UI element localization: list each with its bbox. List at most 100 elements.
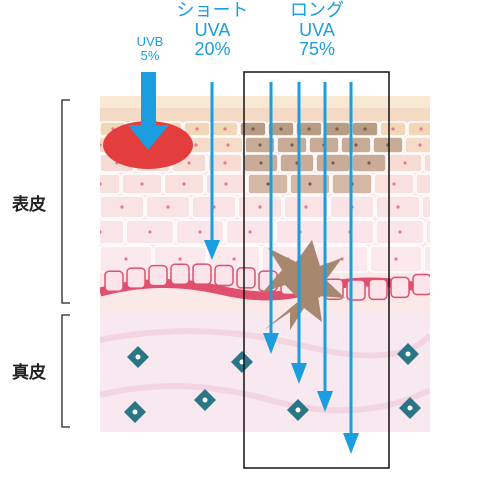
cell-nucleus — [100, 230, 102, 234]
cell-nucleus — [392, 182, 396, 186]
uvb-label: UVB 5% — [128, 35, 172, 62]
cell-nucleus — [223, 127, 227, 131]
cell-nucleus — [308, 182, 312, 186]
cell-nucleus — [442, 205, 445, 208]
skin-cell — [423, 153, 430, 173]
uvb-percent: 5% — [140, 47, 160, 63]
cell-nucleus — [439, 161, 442, 164]
basal-cell — [390, 276, 410, 299]
fibroblasts — [124, 343, 421, 423]
long-uva-arrow-head — [263, 333, 279, 354]
skin-cell — [425, 219, 430, 245]
long-uva-arrow-head — [291, 363, 307, 384]
cell-nucleus — [124, 257, 128, 261]
uvb-arrow-head — [128, 125, 169, 150]
basal-cell — [104, 270, 124, 292]
cell-nucleus — [331, 161, 335, 165]
cell-nucleus — [354, 143, 358, 147]
fibroblast-nucleus — [407, 405, 413, 411]
basal-cell — [236, 267, 256, 289]
cell-nucleus — [232, 257, 236, 261]
short-uva-label: ショート UVA 20% — [165, 0, 260, 59]
uvb-name: UVB — [136, 34, 164, 49]
cell-nucleus — [403, 161, 407, 165]
long-uva-arrow-head — [343, 433, 359, 454]
long-uva-percent: 75% — [298, 38, 336, 59]
short-uva-arrow-head — [204, 240, 220, 260]
basal-cell — [170, 263, 190, 285]
cell-nucleus — [419, 127, 423, 131]
cell-nucleus — [290, 143, 294, 147]
cell-nucleus — [391, 127, 395, 131]
skin-cell — [415, 173, 430, 195]
cell-nucleus — [307, 127, 311, 131]
cell-nucleus — [198, 230, 202, 234]
skin-cell — [100, 219, 125, 245]
long-uva-band: UVA — [299, 19, 335, 40]
long-uva-box — [243, 71, 390, 469]
cell-nucleus — [266, 182, 270, 186]
dermis-region — [100, 300, 430, 432]
basal-cell — [126, 267, 146, 289]
cell-nucleus — [363, 127, 367, 131]
dermis-label: 真皮 — [12, 363, 46, 383]
cell-nucleus — [335, 127, 339, 131]
skin-cell — [100, 173, 121, 195]
skin-cell — [404, 136, 430, 154]
cell-nucleus — [120, 205, 124, 209]
basal-cell — [412, 273, 430, 296]
long-uva-name: ロング — [290, 0, 344, 21]
cell-nucleus — [223, 161, 227, 165]
short-uva-name: ショート — [176, 0, 249, 21]
long-uva-arrow-head — [317, 391, 333, 412]
basal-cell — [214, 264, 234, 287]
cell-nucleus — [148, 230, 152, 234]
cell-nucleus — [448, 230, 451, 233]
stratum-corneum-band — [100, 108, 430, 122]
cell-nucleus — [259, 161, 263, 165]
cell-nucleus — [434, 182, 437, 185]
fibroblast-nucleus — [295, 407, 301, 413]
cell-nucleus — [100, 182, 102, 186]
cell-nucleus — [258, 143, 262, 147]
long-uva-label: ロング UVA 75% — [272, 0, 362, 59]
cell-nucleus — [224, 182, 228, 186]
cell-nucleus — [248, 230, 252, 234]
basal-cell — [192, 263, 212, 285]
cell-nucleus — [195, 127, 199, 131]
cell-nucleus — [226, 143, 230, 147]
stratum-corneum — [100, 96, 430, 108]
basal-cell — [368, 278, 388, 301]
cell-nucleus — [279, 127, 283, 131]
uvb-arrow-shaft — [141, 72, 156, 127]
cell-nucleus — [418, 143, 422, 147]
cell-nucleus — [258, 205, 262, 209]
dermis-fiber — [100, 383, 430, 414]
cell-nucleus — [251, 127, 255, 131]
fibroblast-nucleus — [405, 351, 411, 357]
cell-nucleus — [304, 205, 308, 209]
cell-nucleus — [182, 182, 186, 186]
cell-nucleus — [448, 257, 451, 260]
cell-nucleus — [100, 143, 102, 147]
melanocyte — [262, 240, 345, 330]
cell-nucleus — [367, 161, 371, 165]
skin-cell — [407, 121, 430, 137]
cell-nucleus — [166, 205, 170, 209]
cell-nucleus — [340, 257, 344, 261]
long-uva-arrows — [263, 82, 359, 454]
dermis-bracket — [61, 314, 70, 428]
fibroblast-nucleus — [135, 354, 141, 360]
cell-nucleus — [178, 257, 182, 261]
cell-nucleus — [394, 257, 398, 261]
epidermis-bracket — [61, 99, 70, 304]
cell-nucleus — [140, 182, 144, 186]
short-uva-band: UVA — [194, 19, 231, 40]
fibroblast-nucleus — [132, 409, 138, 415]
skin-cell — [421, 195, 430, 219]
short-uva-percent: 20% — [194, 38, 231, 59]
skin-cell — [423, 245, 430, 273]
fibroblast-nucleus — [202, 397, 208, 403]
cell-nucleus — [398, 230, 402, 234]
